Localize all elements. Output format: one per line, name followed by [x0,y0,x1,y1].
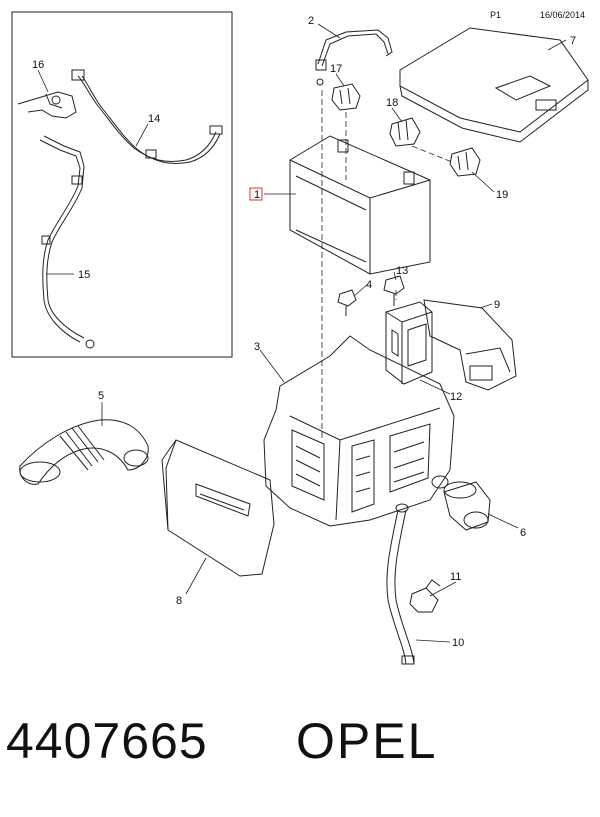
part-11-hose-clip[interactable] [409,579,441,613]
part-19-connector[interactable] [449,147,481,177]
part-12-fuse-block[interactable] [385,301,433,385]
callout-16: 16 [32,59,44,71]
callout-19: 19 [496,189,508,201]
part-6-boot[interactable] [443,481,491,531]
part-2-hold-down-bracket[interactable] [315,29,393,86]
date-label: 16/06/2014 [540,10,585,20]
callout-1: 1 [254,189,260,201]
part-8-heat-shield[interactable] [161,439,275,577]
part-18-terminal-clip[interactable] [389,117,421,147]
callout-4: 4 [366,279,372,291]
part-10-drain-hose[interactable] [386,503,415,665]
part-7-battery-cover[interactable] [399,27,589,143]
callout-14: 14 [148,113,160,125]
leader-lines [37,23,567,643]
callout-15: 15 [78,269,90,281]
brand-label: OPEL [296,713,438,769]
guide-lines [321,90,453,440]
callout-18: 18 [386,97,398,109]
callout-6: 6 [520,527,526,539]
page-label: P1 [490,10,501,20]
part-1-battery[interactable] [289,135,431,275]
part-5-air-duct[interactable] [19,419,149,485]
parts-exploded-diagram: P1 16/06/2014 [11,10,589,665]
callout-2: 2 [308,15,314,27]
callout-1-box [249,187,263,201]
part-16-clamp[interactable] [17,91,77,119]
part-13-bolt[interactable] [383,275,405,306]
callout-13: 13 [396,265,408,277]
part-15-cable[interactable] [39,135,95,349]
callout-17: 17 [330,63,342,75]
callout-7: 7 [570,35,576,47]
part-4-bolt[interactable] [337,289,357,316]
callout-3: 3 [254,341,260,353]
part-number: 4407665 [6,713,208,769]
callout-10: 10 [452,637,464,649]
callout-8: 8 [176,595,182,607]
callout-11: 11 [450,571,461,583]
callout-12: 12 [450,391,462,403]
callout-9: 9 [494,299,500,311]
inset-frame [11,11,233,358]
part-17-terminal-clip[interactable] [331,83,361,111]
callout-5: 5 [98,390,104,402]
part-3-battery-tray[interactable] [263,335,455,527]
part-9-fuse-bracket[interactable] [423,299,517,391]
part-14-cable[interactable] [71,69,223,164]
